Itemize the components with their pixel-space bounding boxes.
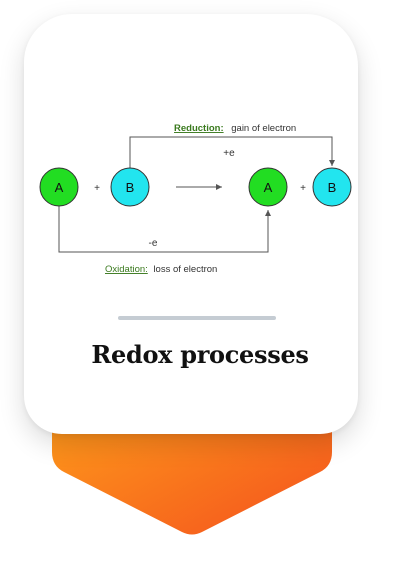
species-b-right	[312, 167, 352, 207]
species-a-left-label: A	[55, 180, 64, 195]
reduction-caption: Reduction: gain of electron	[174, 123, 296, 134]
plus-sign-right: +	[300, 183, 306, 194]
oxidation-caption: Oxidation: loss of electron	[105, 264, 217, 275]
reduction-description: gain of electron	[231, 123, 296, 134]
card-title: Redox processes	[91, 340, 309, 369]
oxidation-term: Oxidation:	[105, 264, 148, 275]
oxidation-description: loss of electron	[153, 264, 217, 275]
reduction-connector	[129, 136, 335, 168]
species-b-left	[110, 167, 150, 207]
species-b-right-label: B	[328, 180, 337, 195]
oxidation-connector	[58, 206, 271, 253]
species-a-right-label: A	[264, 180, 273, 195]
species-a-left	[39, 167, 79, 207]
redox-diagram: A + B A + B Reduction: gain of electron …	[39, 123, 352, 275]
reduction-electron: +e	[223, 148, 235, 159]
species-a-right	[248, 167, 288, 207]
topic-card	[24, 14, 358, 434]
species-b-left-label: B	[126, 180, 135, 195]
oxidation-electron: -e	[149, 238, 158, 249]
plus-sign-left: +	[94, 183, 100, 194]
reduction-term: Reduction:	[174, 123, 224, 134]
divider	[118, 316, 276, 320]
